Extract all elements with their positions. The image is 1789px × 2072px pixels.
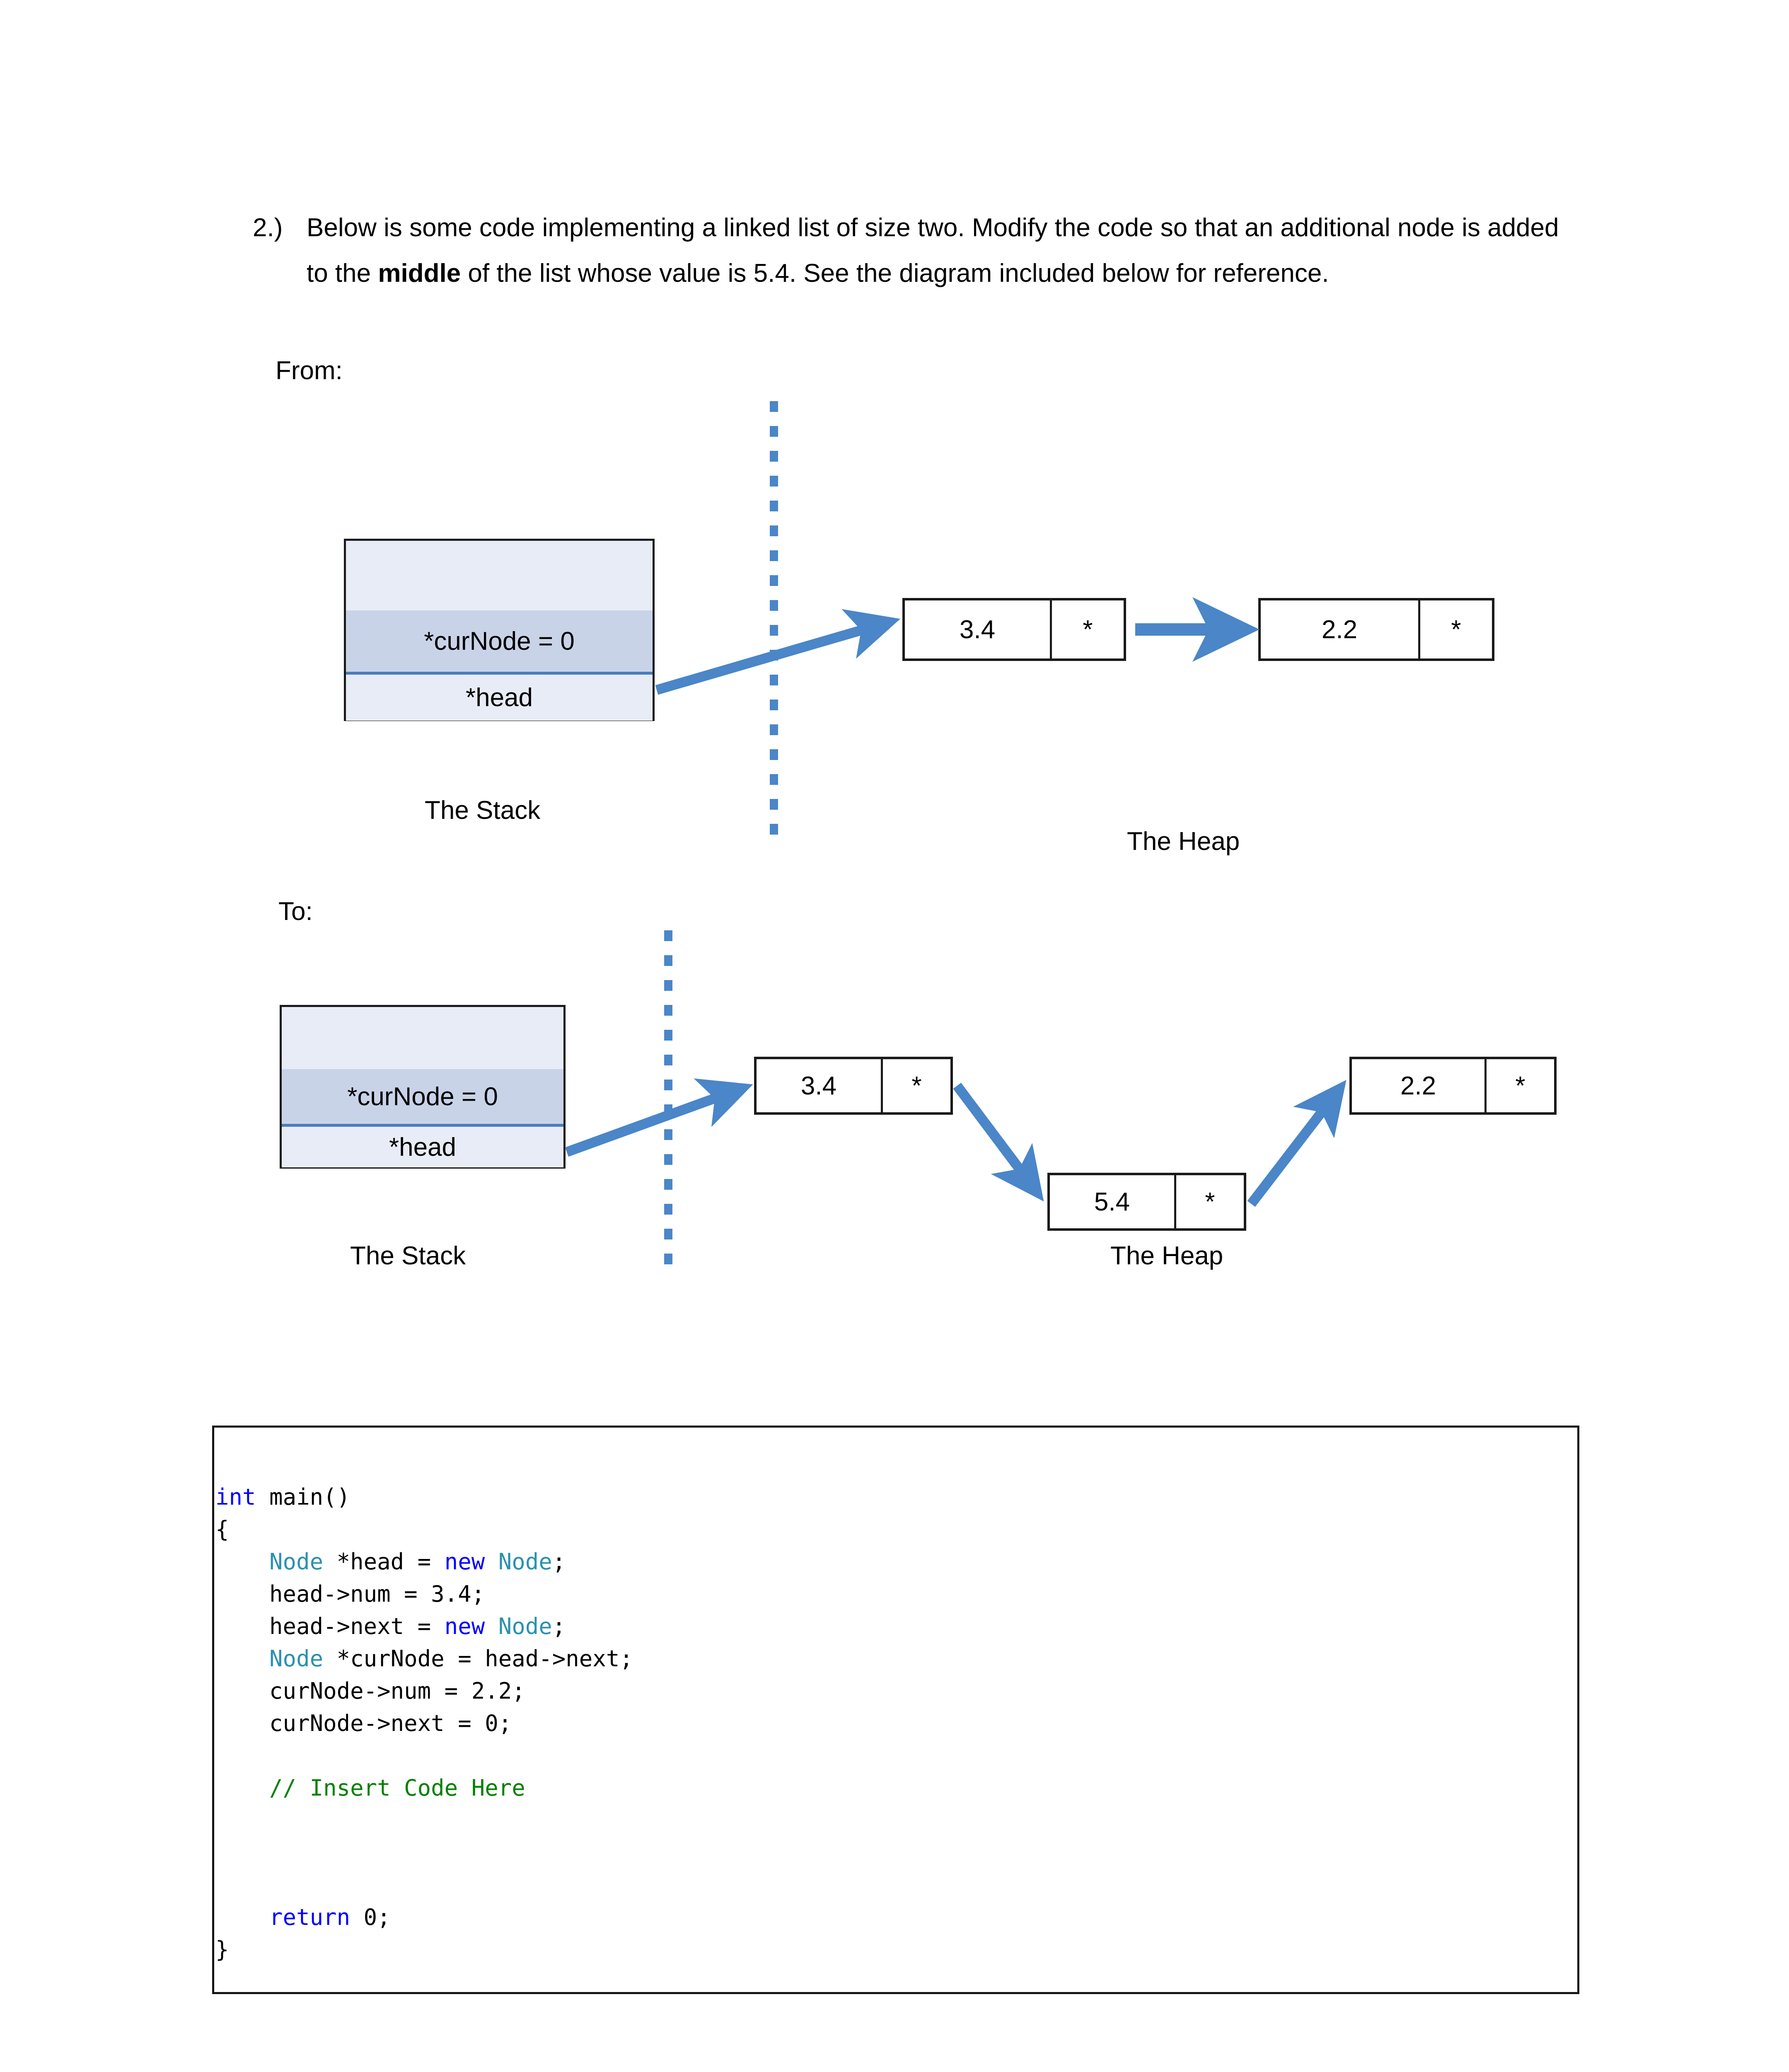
from-stack-row-empty [346, 541, 653, 610]
to-stack-row-head: *head [282, 1124, 563, 1167]
to-stack-row-empty [282, 1007, 563, 1069]
from-heap-node-2-value: 2.2 [1261, 600, 1418, 658]
from-heap-node-1-value: 3.4 [905, 600, 1050, 658]
question-emphasis: middle [378, 259, 461, 288]
from-heap-node-2-pointer: * [1418, 600, 1492, 658]
from-label: From: [276, 356, 343, 385]
to-heap-node-3-pointer: * [1484, 1059, 1554, 1112]
to-arrow-head-to-node1 [565, 1078, 753, 1157]
question-text: Below is some code implementing a linked… [307, 205, 1579, 296]
from-stack-box: *curNode = 0 *head [344, 539, 655, 721]
to-heap-node-1: 3.4 * [754, 1057, 953, 1115]
from-heap-node-2: 2.2 * [1258, 598, 1494, 661]
to-heap-node-3-value: 2.2 [1352, 1059, 1484, 1112]
from-stack-caption: The Stack [425, 796, 541, 825]
to-stack-box: *curNode = 0 *head [280, 1005, 566, 1169]
from-arrow-head-to-node1 [655, 609, 901, 695]
to-heap-node-2-value: 5.4 [1050, 1175, 1174, 1228]
to-heap-node-2-pointer: * [1174, 1175, 1244, 1228]
code-block-text: int main() { Node *head = new Node; head… [215, 1484, 633, 1963]
from-stack-row-curnode: *curNode = 0 [346, 610, 653, 672]
from-stack-row-head: *head [346, 672, 653, 721]
to-heap-node-1-value: 3.4 [757, 1059, 881, 1112]
question-number: 2.) [253, 213, 283, 242]
to-heap-node-3: 2.2 * [1349, 1057, 1557, 1115]
to-heap-caption: The Heap [1110, 1242, 1223, 1270]
to-arrow-node1-to-node2 [953, 1082, 1044, 1202]
to-arrow-node2-to-node3 [1247, 1080, 1347, 1207]
to-stack-caption: The Stack [350, 1242, 466, 1270]
code-block-border [212, 1426, 1579, 1994]
to-heap-node-2: 5.4 * [1047, 1173, 1246, 1231]
to-stack-row-curnode: *curNode = 0 [282, 1069, 563, 1124]
question-block: 2.) Below is some code implementing a li… [253, 205, 1579, 296]
to-heap-node-1-pointer: * [881, 1059, 950, 1112]
question-row: 2.) Below is some code implementing a li… [253, 205, 1579, 296]
question-text-part1: Below is some code implementing a linked… [307, 213, 1559, 288]
from-heap-caption: The Heap [1127, 827, 1240, 856]
to-label: To: [278, 897, 313, 926]
from-heap-node-1-pointer: * [1050, 600, 1124, 658]
from-heap-node-1: 3.4 * [902, 598, 1126, 661]
question-text-part2: of the list whose value is 5.4. See the … [461, 259, 1329, 288]
